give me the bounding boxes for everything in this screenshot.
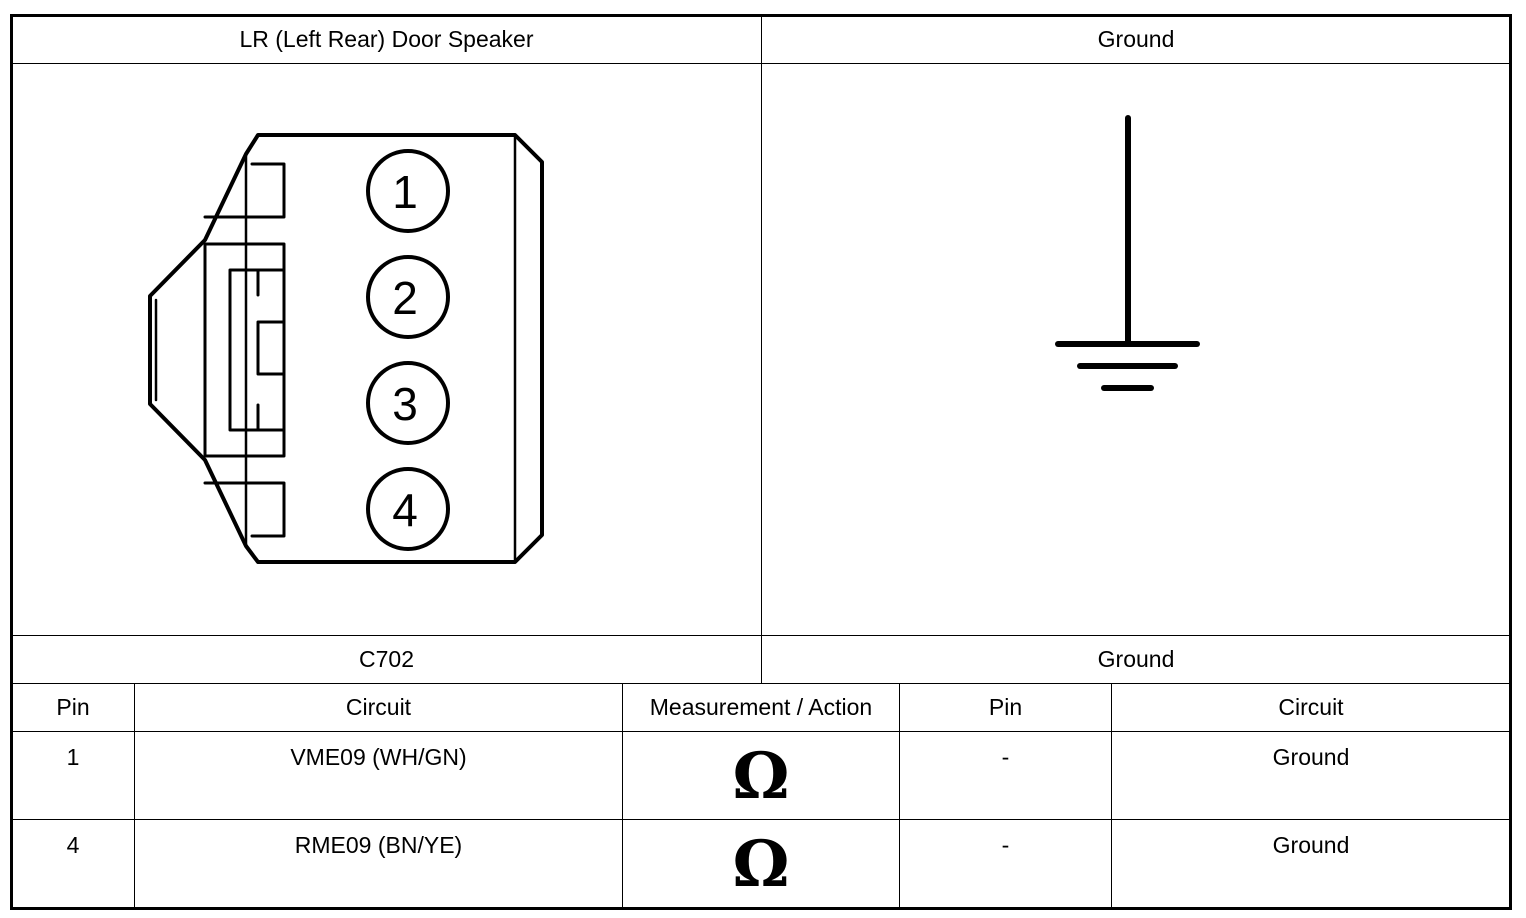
ground-symbol-icon — [1055, 115, 1200, 391]
col-header-pin-2: Pin — [988, 694, 1023, 720]
row-1-circuit-2: Ground — [1272, 744, 1350, 770]
col-header-circuit: Circuit — [345, 694, 412, 720]
pin-3-number: 3 — [392, 378, 418, 430]
diagram-frame — [10, 14, 1512, 910]
rule-row-1 — [12, 819, 1510, 820]
row-2-circuit-2: Ground — [1272, 832, 1350, 858]
row-1-pin-2: - — [1001, 744, 1010, 770]
connector-face-diagram: 1 2 3 4 — [148, 133, 544, 564]
row-2-circuit: RME09 (BN/YE) — [294, 832, 463, 858]
connector-housing-outline — [148, 133, 544, 564]
rule-col-3 — [899, 683, 900, 908]
connector-id-label: C702 — [359, 646, 414, 672]
ground-label: Ground — [1097, 646, 1175, 672]
connector-upper-key — [203, 162, 286, 219]
connector-housing-inner-edge — [154, 133, 517, 564]
rule-col-4 — [1111, 683, 1112, 908]
pin-4-number: 4 — [392, 484, 418, 536]
rule-col-1 — [134, 683, 135, 908]
col-header-measurement: Measurement / Action — [649, 694, 873, 720]
pin-1-circle — [366, 149, 450, 233]
rule-col-2 — [622, 683, 623, 908]
connector-latch-detail — [228, 268, 286, 432]
row-2-ohm-icon: Ω — [732, 827, 790, 902]
header-ground: Ground — [1097, 26, 1175, 52]
row-1-ohm-icon: Ω — [732, 739, 790, 814]
row-2-pin-2: - — [1001, 832, 1010, 858]
connector-latch — [203, 242, 286, 458]
rule-table-header — [12, 731, 1510, 732]
row-1-circuit: VME09 (WH/GN) — [290, 744, 467, 770]
pin-3-circle — [366, 361, 450, 445]
pin-2-number: 2 — [392, 272, 418, 324]
pin-1-number: 1 — [392, 166, 418, 218]
rule-center — [761, 16, 762, 684]
pin-4-circle — [366, 467, 450, 551]
row-1-pin: 1 — [66, 744, 80, 770]
header-component-name: LR (Left Rear) Door Speaker — [239, 26, 534, 52]
col-header-pin: Pin — [56, 694, 90, 720]
pin-2-circle — [366, 255, 450, 339]
connector-lower-key — [203, 481, 286, 538]
row-2-pin: 4 — [66, 832, 80, 858]
col-header-circuit-2: Circuit — [1278, 694, 1344, 720]
